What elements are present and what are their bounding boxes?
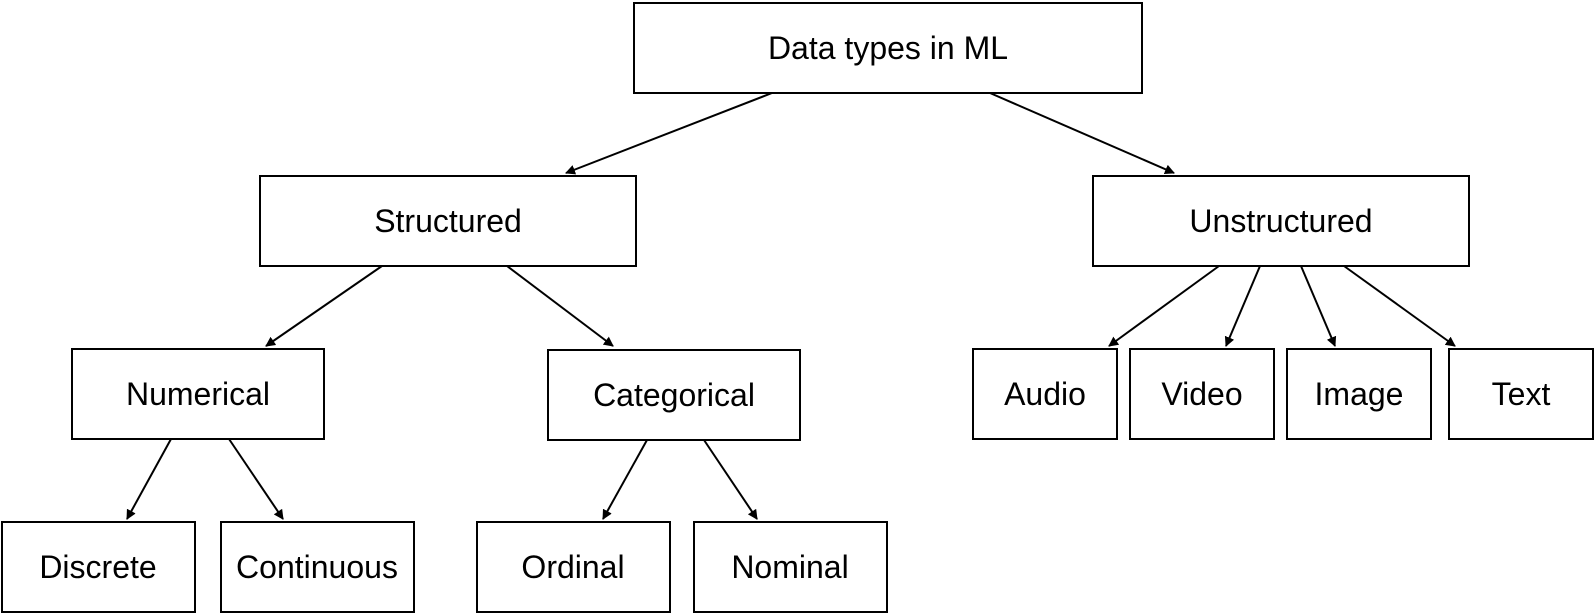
node-label: Unstructured (1189, 203, 1372, 239)
node-label: Video (1161, 376, 1242, 412)
node-text: Text (1448, 348, 1594, 440)
edge-numerical-discrete (126, 438, 172, 520)
edge-numerical-continuous (228, 438, 284, 520)
node-continuous: Continuous (220, 521, 415, 613)
node-label: Nominal (731, 549, 848, 585)
node-label: Discrete (39, 549, 156, 585)
edge-root-unstructured (989, 92, 1175, 174)
node-box (693, 521, 888, 613)
node-label: Ordinal (521, 549, 624, 585)
node-ordinal: Ordinal (476, 521, 671, 613)
edge-structured-categorical (506, 265, 614, 347)
node-unstructured: Unstructured (1092, 175, 1470, 267)
edge-categorical-ordinal (602, 439, 648, 520)
node-numerical: Numerical (71, 348, 325, 440)
edge-unstructured-video (1224, 265, 1261, 347)
node-label: Categorical (593, 377, 755, 413)
node-label: Image (1315, 376, 1404, 412)
node-label: Continuous (236, 549, 398, 585)
node-box (972, 348, 1118, 440)
node-box (220, 521, 415, 613)
edges (126, 92, 1456, 520)
node-label: Audio (1004, 376, 1086, 412)
node-label: Numerical (126, 376, 270, 412)
node-box (1129, 348, 1275, 440)
node-categorical: Categorical (547, 349, 801, 441)
node-box (547, 349, 801, 441)
node-nominal: Nominal (693, 521, 888, 613)
edge-unstructured-image (1300, 265, 1337, 347)
node-label: Data types in ML (768, 30, 1008, 66)
node-root: Data types in ML (633, 2, 1143, 94)
edge-structured-numerical (265, 265, 383, 347)
edge-categorical-nominal (703, 439, 758, 520)
node-box (259, 175, 637, 267)
edge-unstructured-audio (1108, 265, 1220, 347)
node-box (1448, 348, 1594, 440)
node-box (1092, 175, 1470, 267)
node-box (1, 521, 196, 613)
node-structured: Structured (259, 175, 637, 267)
node-box (1286, 348, 1432, 440)
node-box (476, 521, 671, 613)
node-box (71, 348, 325, 440)
node-image: Image (1286, 348, 1432, 440)
node-box (633, 2, 1143, 94)
node-video: Video (1129, 348, 1275, 440)
node-label: Structured (374, 203, 522, 239)
edge-root-structured (565, 92, 773, 175)
node-discrete: Discrete (1, 521, 196, 613)
node-label: Text (1492, 376, 1551, 412)
node-audio: Audio (972, 348, 1118, 440)
edge-unstructured-text (1343, 265, 1456, 347)
